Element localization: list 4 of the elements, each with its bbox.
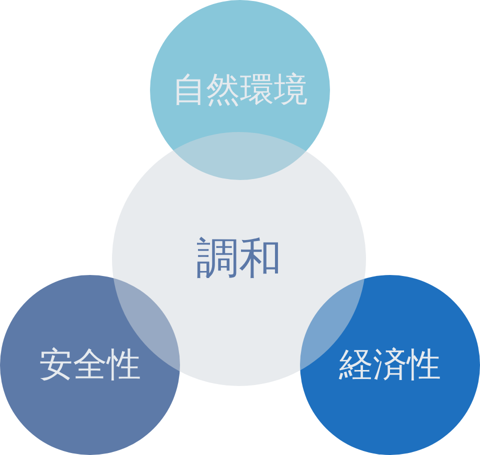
circle-label: 自然環境 xyxy=(172,73,308,107)
circle-label: 調和 xyxy=(196,238,282,280)
circle-label: 経済性 xyxy=(339,348,441,382)
circle-label: 安全性 xyxy=(39,348,141,382)
